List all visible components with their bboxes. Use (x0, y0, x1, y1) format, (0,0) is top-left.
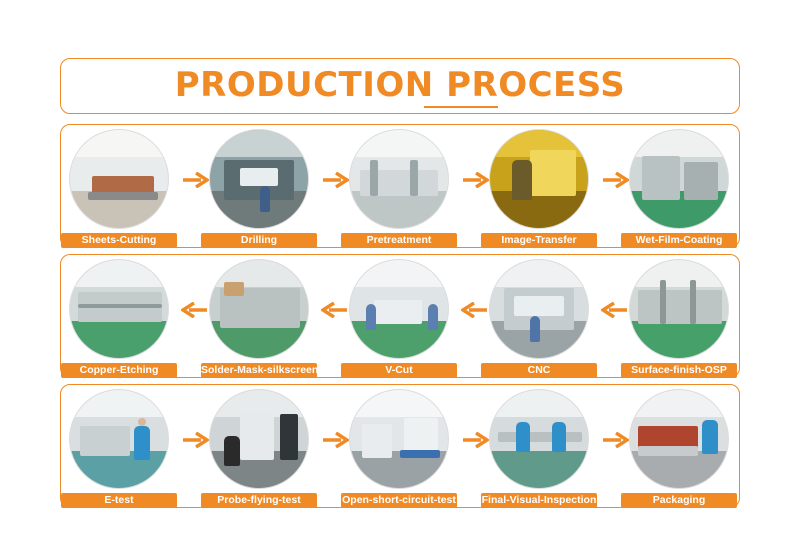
solder-mask-photo (210, 260, 308, 358)
arrow-right-icon (601, 172, 629, 188)
step-probe-flying-test: Probe-flying-test (201, 384, 317, 508)
arrow-right-icon (181, 172, 209, 188)
arrow-left-icon (321, 302, 349, 318)
step-image-transfer: Image-Transfer (481, 124, 597, 248)
step-drilling: Drilling (201, 124, 317, 248)
sheets-cutting-photo (70, 130, 168, 228)
step-label: Solder-Mask-silkscreen (201, 363, 317, 378)
final-visual-inspection-photo (490, 390, 588, 488)
cnc-photo (490, 260, 588, 358)
step-label: Drilling (201, 233, 317, 248)
arrow-left-icon (461, 302, 489, 318)
open-short-circuit-photo (350, 390, 448, 488)
step-label: CNC (481, 363, 597, 378)
process-row-2: Copper-Etching Solder-Mask-silkscreen V-… (60, 254, 740, 378)
step-v-cut: V-Cut (341, 254, 457, 378)
arrow-right-icon (181, 432, 209, 448)
title-underline (424, 106, 498, 108)
title-box: PRODUCTION PROCESS (60, 58, 740, 114)
probe-flying-test-photo (210, 390, 308, 488)
step-e-test: E-test (61, 384, 177, 508)
process-row-3: E-test Probe-flying-test Open-short-circ… (60, 384, 740, 508)
step-label: Sheets-Cutting (61, 233, 177, 248)
step-packaging: Packaging (621, 384, 737, 508)
packaging-photo (630, 390, 728, 488)
step-label: Open-short-circuit-test (341, 493, 457, 508)
arrow-left-icon (181, 302, 209, 318)
arrow-right-icon (461, 172, 489, 188)
step-label: Wet-Film-Coating (621, 233, 737, 248)
step-final-visual-inspection: Final-Visual-Inspection (481, 384, 597, 508)
step-label: Copper-Etching (61, 363, 177, 378)
step-solder-mask-silkscreen: Solder-Mask-silkscreen (201, 254, 317, 378)
page-title: PRODUCTION PROCESS (174, 65, 626, 105)
step-pretreatment: Pretreatment (341, 124, 457, 248)
step-label: Surface-finish-OSP (621, 363, 737, 378)
arrow-right-icon (601, 432, 629, 448)
step-label: Probe-flying-test (201, 493, 317, 508)
step-label: E-test (61, 493, 177, 508)
copper-etching-photo (70, 260, 168, 358)
step-label: Packaging (621, 493, 737, 508)
step-label: Image-Transfer (481, 233, 597, 248)
arrow-right-icon (321, 172, 349, 188)
step-cnc: CNC (481, 254, 597, 378)
step-label: V-Cut (341, 363, 457, 378)
wet-film-coating-photo (630, 130, 728, 228)
v-cut-photo (350, 260, 448, 358)
surface-finish-photo (630, 260, 728, 358)
step-surface-finish-osp: Surface-finish-OSP (621, 254, 737, 378)
step-sheets-cutting: Sheets-Cutting (61, 124, 177, 248)
step-copper-etching: Copper-Etching (61, 254, 177, 378)
step-label: Final-Visual-Inspection (481, 493, 597, 508)
e-test-photo (70, 390, 168, 488)
arrow-right-icon (321, 432, 349, 448)
pretreatment-photo (350, 130, 448, 228)
image-transfer-photo (490, 130, 588, 228)
arrow-left-icon (601, 302, 629, 318)
step-wet-film-coating: Wet-Film-Coating (621, 124, 737, 248)
step-label: Pretreatment (341, 233, 457, 248)
step-open-short-circuit-test: Open-short-circuit-test (341, 384, 457, 508)
arrow-right-icon (461, 432, 489, 448)
process-row-1: Sheets-Cutting Drilling Pretreatment (60, 124, 740, 248)
drilling-photo (210, 130, 308, 228)
